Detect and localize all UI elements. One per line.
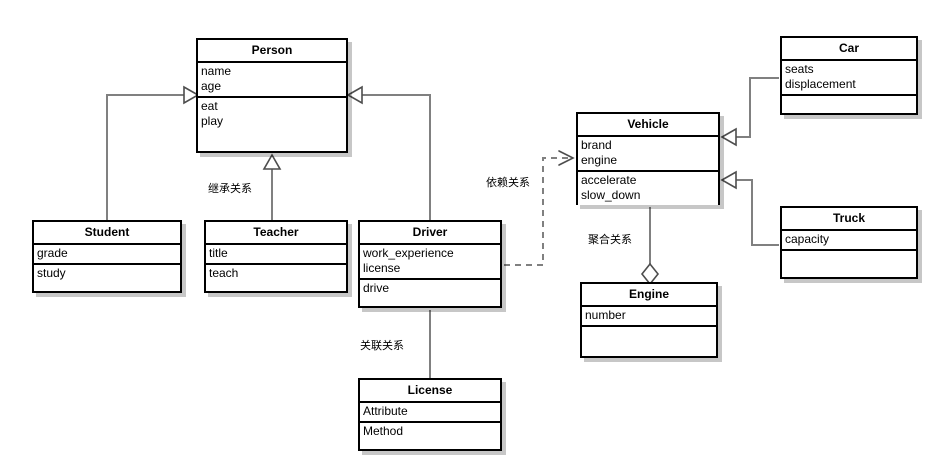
uml-operation-compartment: teach — [206, 265, 346, 283]
uml-operation-compartment: Method — [360, 423, 500, 441]
uml-attribute-row: grade — [37, 246, 68, 260]
generalization-arrowhead-car — [720, 127, 737, 147]
uml-operation-row: accelerate — [581, 173, 637, 187]
edge-label-inheritance: 继承关系 — [208, 182, 252, 195]
uml-class-title: Vehicle — [578, 114, 718, 137]
aggregation-diamond-engine — [640, 262, 660, 286]
generalization-arrowhead-teacher — [262, 153, 282, 170]
uml-operation-compartment: study — [34, 265, 180, 283]
uml-class-title: Student — [34, 222, 180, 245]
uml-attribute-row: brand — [581, 138, 612, 152]
uml-attribute-row: work_experience — [363, 246, 454, 260]
edge-student-person[interactable] — [106, 94, 199, 222]
uml-class-title: License — [360, 380, 500, 403]
uml-attribute-row: displacement — [785, 77, 856, 91]
uml-class-title: Driver — [360, 222, 500, 245]
uml-attribute-row: engine — [581, 153, 618, 167]
uml-operation-row: eat — [201, 99, 218, 113]
uml-attribute-compartment: number — [582, 307, 716, 327]
dependency-arrowhead-vehicle — [558, 150, 575, 166]
uml-attribute-row: age — [201, 79, 222, 93]
uml-attribute-compartment: Attribute — [360, 403, 500, 423]
uml-operation-row: drive — [363, 281, 390, 295]
generalization-arrowhead-driver — [346, 85, 363, 105]
uml-operation-row: slow_down — [581, 188, 641, 202]
uml-class-title: Teacher — [206, 222, 346, 245]
uml-attribute-row: seats — [785, 62, 814, 76]
uml-operation-compartment — [782, 251, 916, 254]
uml-operation-row: teach — [209, 266, 239, 280]
uml-attribute-compartment: grade — [34, 245, 180, 265]
uml-attribute-compartment: title — [206, 245, 346, 265]
edge-label-aggregation: 聚合关系 — [588, 233, 632, 246]
uml-attribute-row: license — [363, 261, 401, 275]
edge-driver-person[interactable] — [357, 94, 431, 221]
generalization-arrowhead-student — [183, 85, 200, 105]
uml-attribute-row: title — [209, 246, 228, 260]
uml-operation-compartment — [582, 327, 716, 330]
edge-truck-vehicle[interactable] — [731, 179, 779, 246]
uml-class-title: Engine — [582, 284, 716, 307]
uml-attribute-row: capacity — [785, 232, 830, 246]
uml-operation-row: play — [201, 114, 224, 128]
uml-operation-row: study — [37, 266, 66, 280]
uml-class-title: Car — [782, 38, 916, 61]
generalization-arrowhead-truck — [720, 170, 737, 190]
uml-operation-compartment: drive — [360, 280, 500, 298]
uml-operation-compartment — [782, 96, 916, 99]
uml-class-title: Person — [198, 40, 346, 63]
edge-car-vehicle[interactable] — [731, 77, 779, 138]
uml-attribute-row: name — [201, 64, 232, 78]
uml-class-title: Truck — [782, 208, 916, 231]
edge-label-dependency: 依赖关系 — [486, 176, 530, 189]
edge-label-association: 关联关系 — [360, 339, 404, 352]
uml-attribute-compartment: capacity — [782, 231, 916, 251]
uml-attribute-row: number — [585, 308, 626, 322]
uml-attribute-row: Attribute — [363, 404, 408, 418]
uml-operation-row: Method — [363, 424, 404, 438]
edge-driver-vehicle[interactable] — [504, 157, 569, 266]
